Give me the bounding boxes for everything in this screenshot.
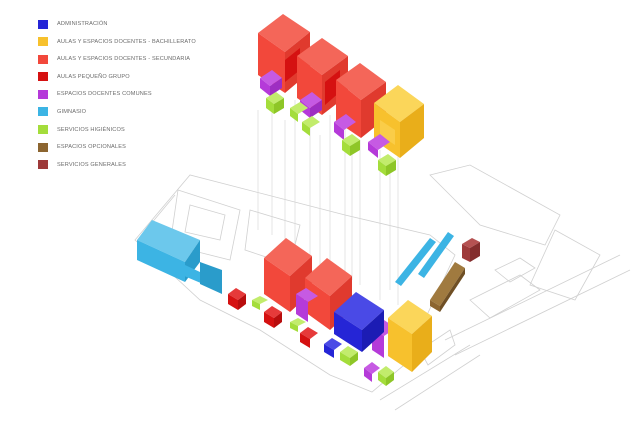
legend-label: AULAS Y ESPACIOS DOCENTES - BACHILLERATO xyxy=(57,38,196,45)
legend-swatch xyxy=(38,142,48,152)
legend-item-opcionales: ESPACIOS OPCIONALES xyxy=(38,140,258,154)
legend-item-administracion: ADMINISTRACIÓN xyxy=(38,17,258,31)
legend-item-gimnasio: GIMNASIO xyxy=(38,105,258,119)
legend-swatch xyxy=(38,107,48,117)
legend: ADMINISTRACIÓN AULAS Y ESPACIOS DOCENTES… xyxy=(38,17,258,175)
opcionales-block xyxy=(430,262,465,312)
legend-label: ESPACIOS OPCIONALES xyxy=(57,144,126,151)
legend-label: SERVICIOS HIGIÉNICOS xyxy=(57,126,125,133)
gimnasio-block xyxy=(137,220,222,294)
legend-label: ESPACIOS DOCENTES COMUNES xyxy=(57,91,152,98)
gimnasio-strips xyxy=(395,232,454,286)
legend-label: SERVICIOS GENERALES xyxy=(57,161,126,168)
ground-floor-blocks xyxy=(137,220,480,386)
legend-item-bachillerato: AULAS Y ESPACIOS DOCENTES - BACHILLERATO xyxy=(38,35,258,49)
legend-swatch xyxy=(38,54,48,64)
legend-swatch xyxy=(38,72,48,82)
legend-item-generales: SERVICIOS GENERALES xyxy=(38,158,258,172)
bachillerato-ground xyxy=(388,300,432,372)
legend-label: AULAS PEQUEÑO GRUPO xyxy=(57,73,130,80)
pequeno-grupo-ground xyxy=(228,288,318,348)
legend-label: AULAS Y ESPACIOS DOCENTES - SECUNDARIA xyxy=(57,56,191,63)
generales-block xyxy=(462,238,480,262)
administracion-block xyxy=(324,292,384,358)
legend-label: ADMINISTRACIÓN xyxy=(57,21,108,27)
secundaria-ground-1 xyxy=(264,238,312,312)
legend-item-higienicos: SERVICIOS HIGIÉNICOS xyxy=(38,123,258,137)
ground-higienicos xyxy=(252,296,394,386)
legend-swatch xyxy=(38,89,48,99)
upper-floor-blocks xyxy=(258,14,424,176)
upper-higienicos-units xyxy=(266,92,396,176)
legend-item-secundaria: AULAS Y ESPACIOS DOCENTES - SECUNDARIA xyxy=(38,52,258,66)
legend-swatch xyxy=(38,19,48,29)
legend-item-pequeno-grupo: AULAS PEQUEÑO GRUPO xyxy=(38,70,258,84)
legend-item-comunes: ESPACIOS DOCENTES COMUNES xyxy=(38,87,258,101)
legend-swatch xyxy=(38,37,48,47)
legend-swatch xyxy=(38,160,48,170)
legend-swatch xyxy=(38,125,48,135)
legend-label: GIMNASIO xyxy=(57,108,87,115)
